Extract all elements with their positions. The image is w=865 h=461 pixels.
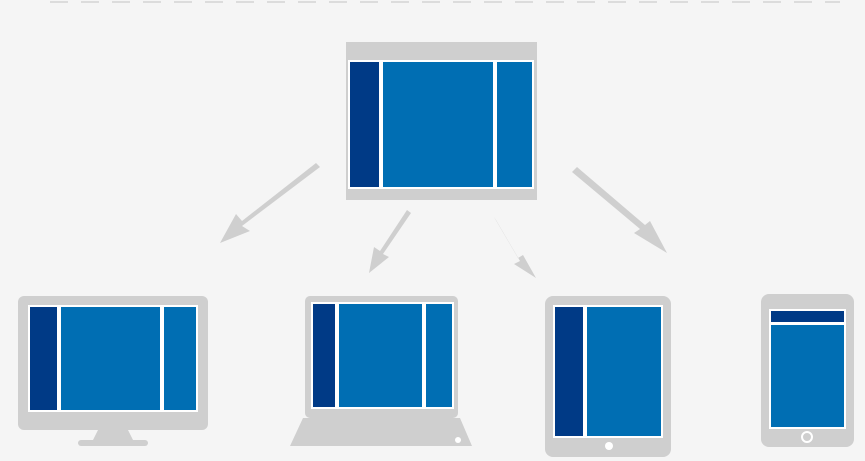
tablet-home-button <box>605 442 613 450</box>
phone-home-button <box>801 431 813 443</box>
laptop-icon <box>290 296 472 446</box>
laptop-right-sidebar <box>426 304 452 407</box>
monitor-icon <box>18 296 208 446</box>
tablet-main-content <box>587 307 661 436</box>
phone-main-content <box>771 325 844 427</box>
arrow-to-tablet-icon <box>494 217 536 278</box>
arrows <box>220 163 667 278</box>
arrow-to-monitor-icon <box>220 163 320 243</box>
monitor-base <box>78 440 148 446</box>
monitor-stand <box>92 430 134 442</box>
source-left-sidebar <box>350 62 379 187</box>
phone-header-bar <box>771 311 844 322</box>
laptop-left-sidebar <box>313 304 335 407</box>
source-main-content <box>383 62 493 187</box>
laptop-base <box>290 418 472 446</box>
arrow-to-laptop-icon <box>369 210 411 273</box>
laptop-main-content <box>339 304 422 407</box>
monitor-right-sidebar <box>164 307 196 410</box>
monitor-left-sidebar <box>30 307 57 410</box>
arrow-to-smartphone-icon <box>572 167 667 253</box>
monitor-main-content <box>61 307 160 410</box>
tablet-left-sidebar <box>555 307 583 436</box>
laptop-led <box>455 437 461 443</box>
tablet-icon <box>545 296 671 457</box>
smartphone-icon <box>761 294 854 447</box>
source-right-sidebar <box>497 62 532 187</box>
source-layout-window <box>346 42 537 200</box>
